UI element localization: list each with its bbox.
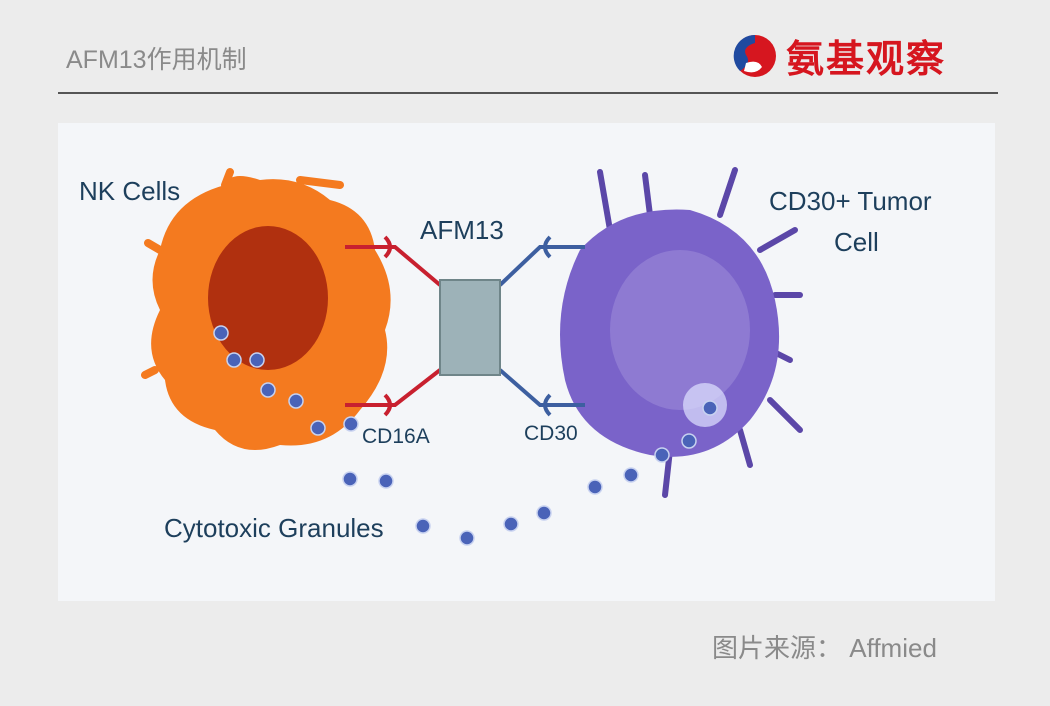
slide-title: AFM13作用机制 <box>66 46 247 74</box>
granules-label: Cytotoxic Granules <box>164 513 384 543</box>
nk-cells-label: NK Cells <box>79 176 181 206</box>
image-source: 图片来源： Affmied <box>712 633 937 663</box>
tumor-cell <box>560 167 803 498</box>
nk-cell <box>141 168 391 450</box>
logo-icon <box>733 34 776 77</box>
nk-nucleus <box>208 226 328 370</box>
cd16a-label: CD16A <box>362 425 430 448</box>
tumor-label-line1: CD30+ Tumor <box>769 186 932 216</box>
afm13-diagram <box>141 167 803 546</box>
diagram-panel <box>58 123 995 601</box>
cd30-label: CD30 <box>524 422 578 445</box>
divider <box>58 92 998 94</box>
tumor-label-line2: Cell <box>834 227 879 257</box>
afm13-label: AFM13 <box>420 215 504 245</box>
cytotoxic-granules <box>213 325 718 546</box>
afm13-antibody <box>345 235 585 417</box>
logo-text: 氨基观察 <box>786 37 947 81</box>
logo: 氨基观察 <box>732 28 946 83</box>
